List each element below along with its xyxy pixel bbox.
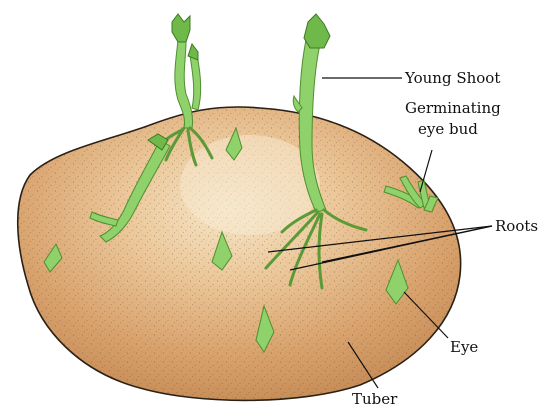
- label-germinating-line1: Germinating: [405, 99, 501, 117]
- leader-eye: [403, 291, 449, 339]
- label-young-shoot: Young Shoot: [404, 69, 500, 87]
- leader-roots-1: [267, 225, 493, 253]
- small-sprouts: [43, 126, 409, 353]
- right-young-shoot: [264, 13, 368, 290]
- labels: Young Shoot Germinating eye bud Roots Ey…: [352, 69, 538, 408]
- tuber: [16, 106, 462, 402]
- leader-tuber: [347, 341, 379, 389]
- label-tuber: Tuber: [352, 390, 398, 408]
- leader-lines: [267, 77, 493, 389]
- label-eye: Eye: [450, 338, 478, 356]
- label-roots: Roots: [495, 217, 538, 235]
- left-young-shoot: [158, 13, 214, 167]
- label-germinating-line2: eye bud: [418, 120, 478, 138]
- tuber-speckle: [17, 106, 461, 401]
- leader-germinating: [419, 149, 433, 193]
- leader-roots-3: [321, 225, 493, 263]
- tuber-highlight: [180, 135, 320, 235]
